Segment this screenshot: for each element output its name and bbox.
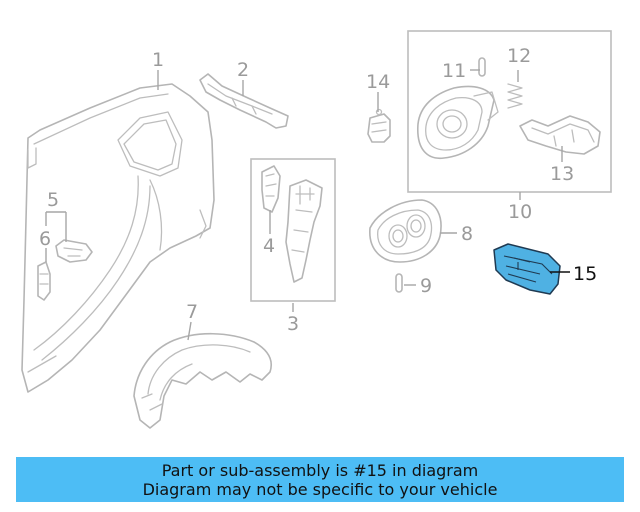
callout-13: 13 (550, 163, 574, 185)
part-15-highlighted-bracket (493, 243, 561, 295)
callout-2: 2 (237, 59, 249, 81)
part-12-spring (507, 83, 523, 109)
callout-9: 9 (420, 275, 432, 297)
callout-3: 3 (287, 313, 299, 335)
callout-1: 1 (152, 49, 164, 71)
part-11-fuel-door-hinge-pin (478, 57, 486, 77)
part-4-inner-bracket (261, 165, 323, 283)
group-box-3 (250, 158, 336, 302)
callout-12: 12 (507, 45, 531, 67)
callout-7: 7 (186, 301, 198, 323)
callout-5: 5 (47, 189, 59, 211)
callout-10: 10 (508, 201, 532, 223)
leader-lines (45, 69, 570, 341)
banner-line-1: Part or sub-assembly is #15 in diagram (161, 461, 479, 480)
callout-15: 15 (573, 263, 597, 285)
part-2-rail-bracket (199, 73, 289, 129)
callout-14: 14 (366, 71, 390, 93)
callout-8: 8 (461, 223, 473, 245)
part-1-quarter-panel (21, 83, 215, 393)
part-7-wheelhouse-liner (133, 332, 272, 429)
part-fuel-door-assembly (417, 85, 499, 159)
part-6-clip (37, 261, 51, 301)
part-5-bracket (55, 239, 93, 263)
banner-line-2: Diagram may not be specific to your vehi… (142, 480, 498, 499)
callout-4: 4 (263, 235, 275, 257)
part-14-actuator (367, 108, 391, 143)
part-13-hinge-bracket (519, 115, 601, 155)
group-box-10 (407, 30, 612, 193)
info-banner: Part or sub-assembly is #15 in diagram D… (16, 457, 624, 502)
part-9-pin (395, 273, 403, 293)
part-8-filler-housing (369, 199, 442, 263)
callout-6: 6 (39, 228, 51, 250)
callout-11: 11 (442, 60, 466, 82)
